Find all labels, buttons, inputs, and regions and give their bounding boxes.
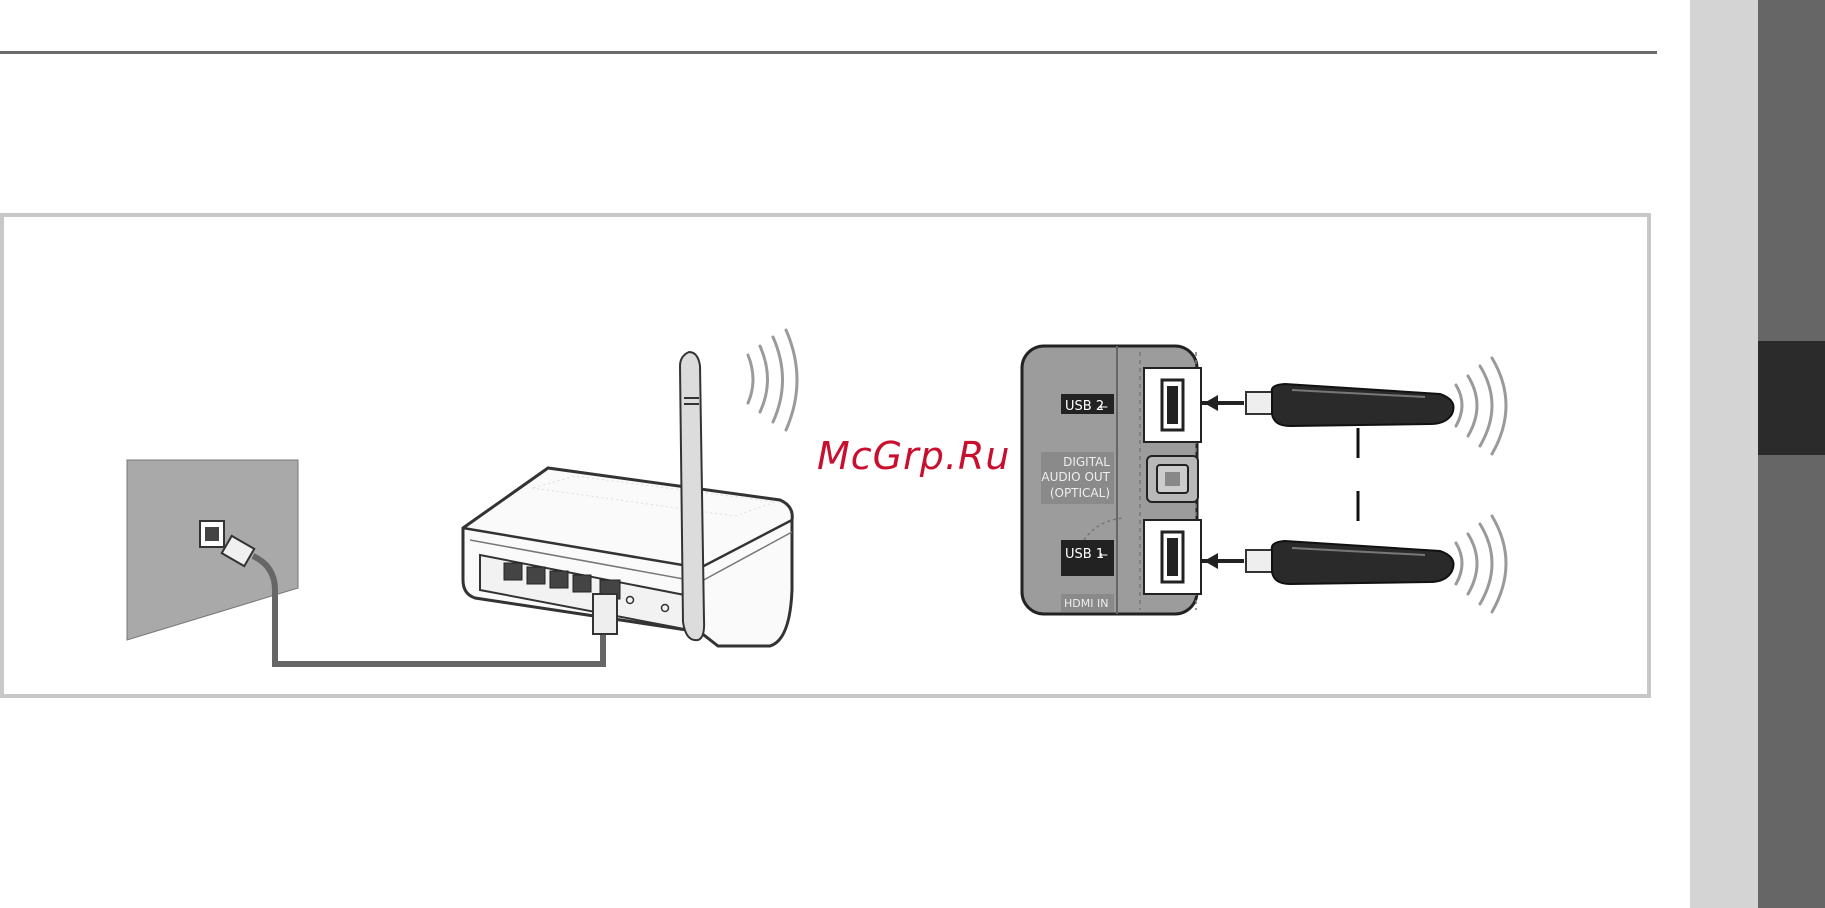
adapter-wifi-waves-icon xyxy=(1456,358,1506,454)
wireless-lan-adapter-top xyxy=(1202,358,1506,454)
digital-audio-label-line2: AUDIO OUT xyxy=(1041,470,1110,484)
router-wifi-waves-icon xyxy=(748,330,797,430)
adapter-wifi-waves-icon xyxy=(1456,516,1506,612)
digital-audio-label-line3: (OPTICAL) xyxy=(1050,486,1110,500)
hdmi-label: HDMI IN xyxy=(1064,597,1108,610)
usb-symbol-icon: ⭠ xyxy=(1099,400,1108,413)
wireless-lan-adapter-bottom xyxy=(1202,516,1506,612)
usb-symbol-icon: ⭠ xyxy=(1099,548,1108,561)
usb2-port[interactable] xyxy=(1144,368,1201,442)
wireless-router xyxy=(463,330,797,646)
digital-audio-label-line1: DIGITAL xyxy=(1063,455,1110,469)
usb1-port[interactable] xyxy=(1144,520,1201,594)
tv-side-panel: USB 2 ⭠ DIGITAL AUDIO OUT (OPTICAL) USB … xyxy=(1022,346,1201,614)
watermark: McGrp.Ru xyxy=(817,434,1010,478)
optical-port[interactable] xyxy=(1147,456,1198,502)
